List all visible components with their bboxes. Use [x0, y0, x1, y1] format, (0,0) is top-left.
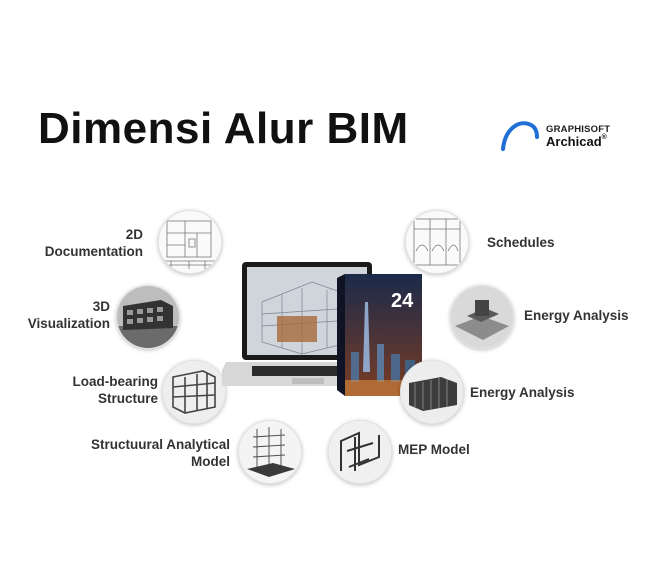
schedule-drawing-icon [405, 210, 469, 274]
label-line: Schedules [487, 235, 555, 250]
label-line: MEP Model [398, 442, 470, 457]
analytical-model-icon [238, 420, 302, 484]
rendered-building-icon [116, 285, 180, 349]
label-load-bearing-structure: Load-bearing Structure [48, 373, 158, 407]
logo-brand: GRAPHISOFT [546, 124, 611, 135]
label-schedules: Schedules [487, 234, 555, 251]
label-energy-analysis: Energy Analysis [524, 307, 629, 324]
logo-product: Archicad® [546, 134, 607, 149]
label-3d-visualization: 3D Visualization [10, 298, 110, 332]
label-line: Energy Analysis [524, 308, 629, 323]
structural-frame-icon [162, 360, 226, 424]
mep-network-icon [328, 420, 392, 484]
label-line: Structure [97, 391, 158, 406]
registered-mark: ® [601, 134, 607, 141]
logo-product-text: Archicad [546, 134, 602, 149]
archicad-arc-icon [501, 121, 539, 151]
building-site-model-icon [450, 285, 514, 349]
label-line: Structuural Analytical [90, 437, 230, 452]
energy-building-model-icon [400, 360, 464, 424]
product-version: 24 [391, 290, 414, 312]
graphisoft-archicad-logo: GRAPHISOFT Archicad® [497, 115, 627, 155]
label-line: 3D [92, 299, 110, 314]
page-title: Dimensi Alur BIM [38, 104, 409, 153]
label-line: Model [191, 454, 230, 469]
label-structural-analytical-model: Structuural Analytical Model [40, 436, 230, 470]
floor-plan-drawing-icon [158, 210, 222, 274]
label-line: Load-bearing [72, 374, 158, 389]
label-2d-documentation: 2D Documentation [20, 226, 143, 260]
label-line: 2D [125, 227, 143, 242]
label-energy-analysis: Energy Analysis [470, 384, 575, 401]
label-line: Visualization [27, 316, 110, 331]
label-mep-model: MEP Model [398, 441, 470, 458]
label-line: Documentation [44, 244, 143, 259]
label-line: Energy Analysis [470, 385, 575, 400]
